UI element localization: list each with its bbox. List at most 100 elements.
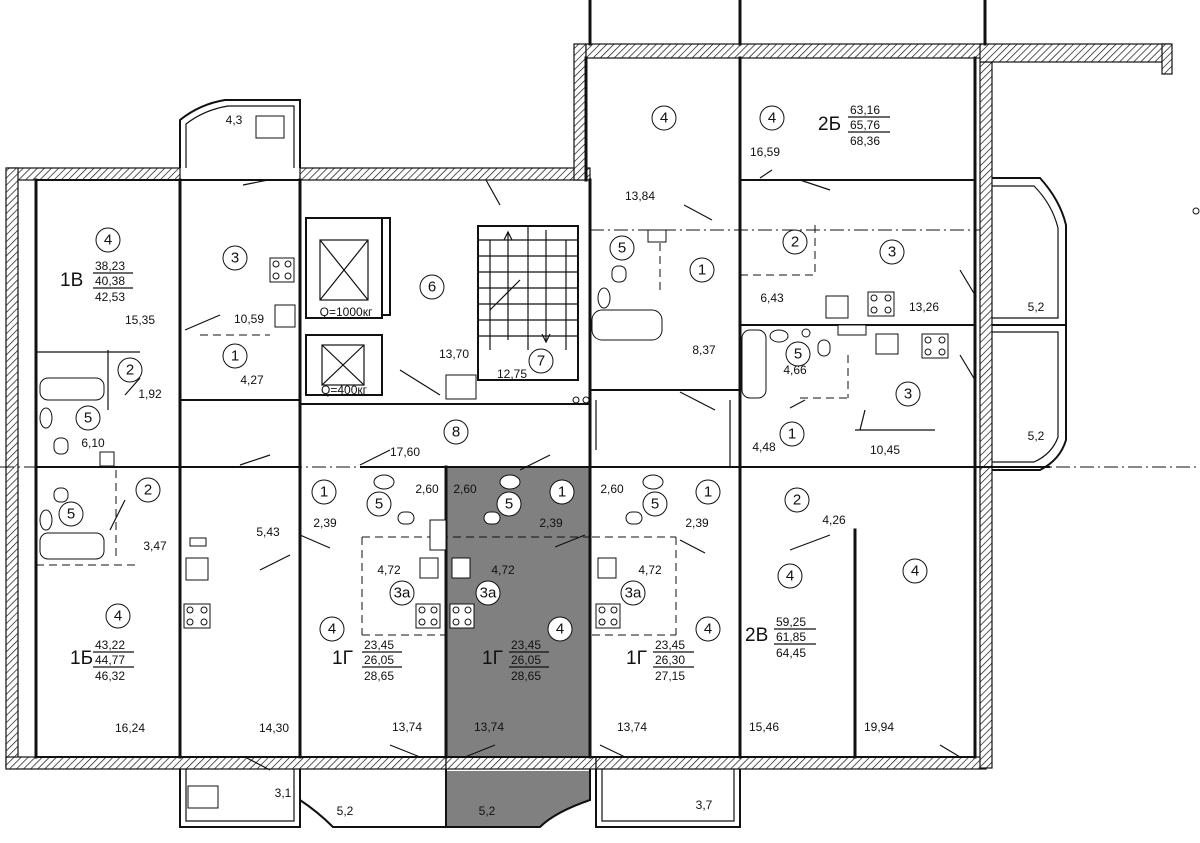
- area-label: 5,2: [1028, 429, 1045, 443]
- apartment-area-total: 40,38: [95, 274, 125, 288]
- area-label: 1,92: [138, 387, 162, 401]
- area-label: 17,60: [390, 445, 420, 459]
- area-label: 3,7: [696, 798, 713, 812]
- area-label: 14,30: [259, 721, 289, 735]
- area-label: 13,74: [392, 720, 422, 734]
- area-label: 3,1: [275, 786, 292, 800]
- area-label: 15,46: [749, 720, 779, 734]
- apartment-area-living: 23,45: [364, 638, 394, 652]
- apartment-2v-label: 2В 59,25 61,85 64,45: [745, 615, 816, 660]
- area-label: 2,39: [685, 516, 709, 530]
- apartment-type: 2Б: [818, 114, 841, 135]
- room-number: 4: [786, 568, 794, 585]
- bathroom-fixtures: [39, 265, 831, 560]
- area-label: 13,26: [909, 300, 939, 314]
- room-number: 4: [911, 563, 919, 580]
- area-label: 10,45: [870, 443, 900, 457]
- area-label: 5,43: [256, 525, 280, 539]
- room-circles: [58, 105, 1200, 642]
- room-number: 3а: [394, 585, 411, 602]
- area-label: 13,70: [439, 347, 469, 361]
- apartment-type: 1Б: [70, 648, 93, 669]
- area-label: 4,3: [226, 113, 243, 127]
- apartment-area-full: 68,36: [850, 134, 880, 148]
- area-label: 13,74: [474, 720, 504, 734]
- balconies: [179, 99, 1067, 828]
- room-number: 5: [794, 346, 802, 363]
- area-label: 6,43: [760, 291, 784, 305]
- room-number: 2: [126, 362, 134, 379]
- area-label: 5,2: [479, 804, 496, 818]
- apartment-area-living: 23,45: [511, 638, 541, 652]
- apartment-type: 1Г: [332, 648, 353, 669]
- lift-capacity-small: Q=400кг: [321, 383, 368, 397]
- dashed-lines: [0, 225, 1200, 636]
- room-number: 3а: [625, 585, 642, 602]
- area-label: 16,59: [750, 145, 780, 159]
- room-number: 4: [704, 621, 712, 638]
- area-label: 8,37: [692, 343, 716, 357]
- room-number: 1: [788, 426, 796, 443]
- room-number: 5: [651, 496, 659, 513]
- apartment-2b-label: 2Б 63,16 65,76 68,36: [818, 103, 890, 148]
- wall-stubs: [99, 229, 867, 551]
- room-number: 8: [452, 424, 460, 441]
- apartment-area-full: 64,45: [776, 646, 806, 660]
- room-number: 4: [660, 110, 668, 127]
- area-label: 2,39: [313, 516, 337, 530]
- room-number: 4: [114, 608, 122, 625]
- room-number: 6: [428, 279, 436, 296]
- room-number: 5: [67, 506, 75, 523]
- room-number: 3: [231, 250, 239, 267]
- room-number: 5: [84, 410, 92, 427]
- area-label: 4,66: [783, 363, 807, 377]
- area-label: 2,60: [600, 482, 624, 496]
- stair: [477, 225, 579, 381]
- exterior-walls: [5, 43, 1173, 770]
- area-label: 19,94: [864, 720, 894, 734]
- area-label: 10,59: [234, 312, 264, 326]
- apartment-area-total: 26,05: [364, 653, 394, 667]
- lift-labels: Q=1000кг Q=400кг: [320, 305, 373, 397]
- area-label: 4,27: [240, 373, 264, 387]
- apartment-area-full: 42,53: [95, 290, 125, 304]
- room-number: 4: [768, 110, 776, 127]
- apartment-area-total: 44,77: [95, 653, 125, 667]
- area-label: 12,75: [497, 367, 527, 381]
- area-label: 3,47: [143, 539, 167, 553]
- room-number: 2: [791, 234, 799, 251]
- area-labels: 4,3 16,59 13,84 15,35 10,59 4,27 13,70 1…: [81, 113, 1044, 818]
- room-number: 5: [375, 496, 383, 513]
- area-label: 4,72: [377, 563, 401, 577]
- apartment-area-living: 38,23: [95, 259, 125, 273]
- room-number: 4: [104, 232, 112, 249]
- room-number: 1: [320, 484, 328, 501]
- area-label: 4,26: [822, 513, 846, 527]
- area-label: 2,39: [539, 516, 563, 530]
- area-label: 13,84: [625, 189, 655, 203]
- room-number: 1: [698, 262, 706, 279]
- area-label: 13,74: [617, 720, 647, 734]
- apartment-area-full: 28,65: [364, 669, 394, 683]
- area-label: 5,2: [337, 804, 354, 818]
- lift-capacity-large: Q=1000кг: [320, 305, 373, 319]
- room-number: 2: [793, 492, 801, 509]
- apartment-1b-label: 1Б 43,22 44,77 46,32: [70, 638, 134, 683]
- apartment-1g-2-label: 1Г 23,45 26,05 28,65: [482, 638, 549, 683]
- apartment-area-living: 43,22: [95, 638, 125, 652]
- apartment-type: 1В: [60, 270, 83, 291]
- area-label: 2,60: [453, 482, 477, 496]
- room-number: 5: [505, 496, 513, 513]
- apartment-area-full: 46,32: [95, 669, 125, 683]
- room-number: 1: [231, 348, 239, 365]
- apartment-area-living: 59,25: [776, 615, 806, 629]
- room-number: 3: [904, 386, 912, 403]
- room-number: 3: [888, 244, 896, 261]
- apartment-1g-1-label: 1Г 23,45 26,05 28,65: [332, 638, 402, 683]
- highlighted-apartment: [446, 467, 590, 827]
- apartment-area-full: 28,65: [511, 669, 541, 683]
- apartment-1g-3-label: 1Г 23,45 26,30 27,15: [626, 638, 694, 683]
- room-number: 1: [704, 484, 712, 501]
- area-label: 2,60: [415, 482, 439, 496]
